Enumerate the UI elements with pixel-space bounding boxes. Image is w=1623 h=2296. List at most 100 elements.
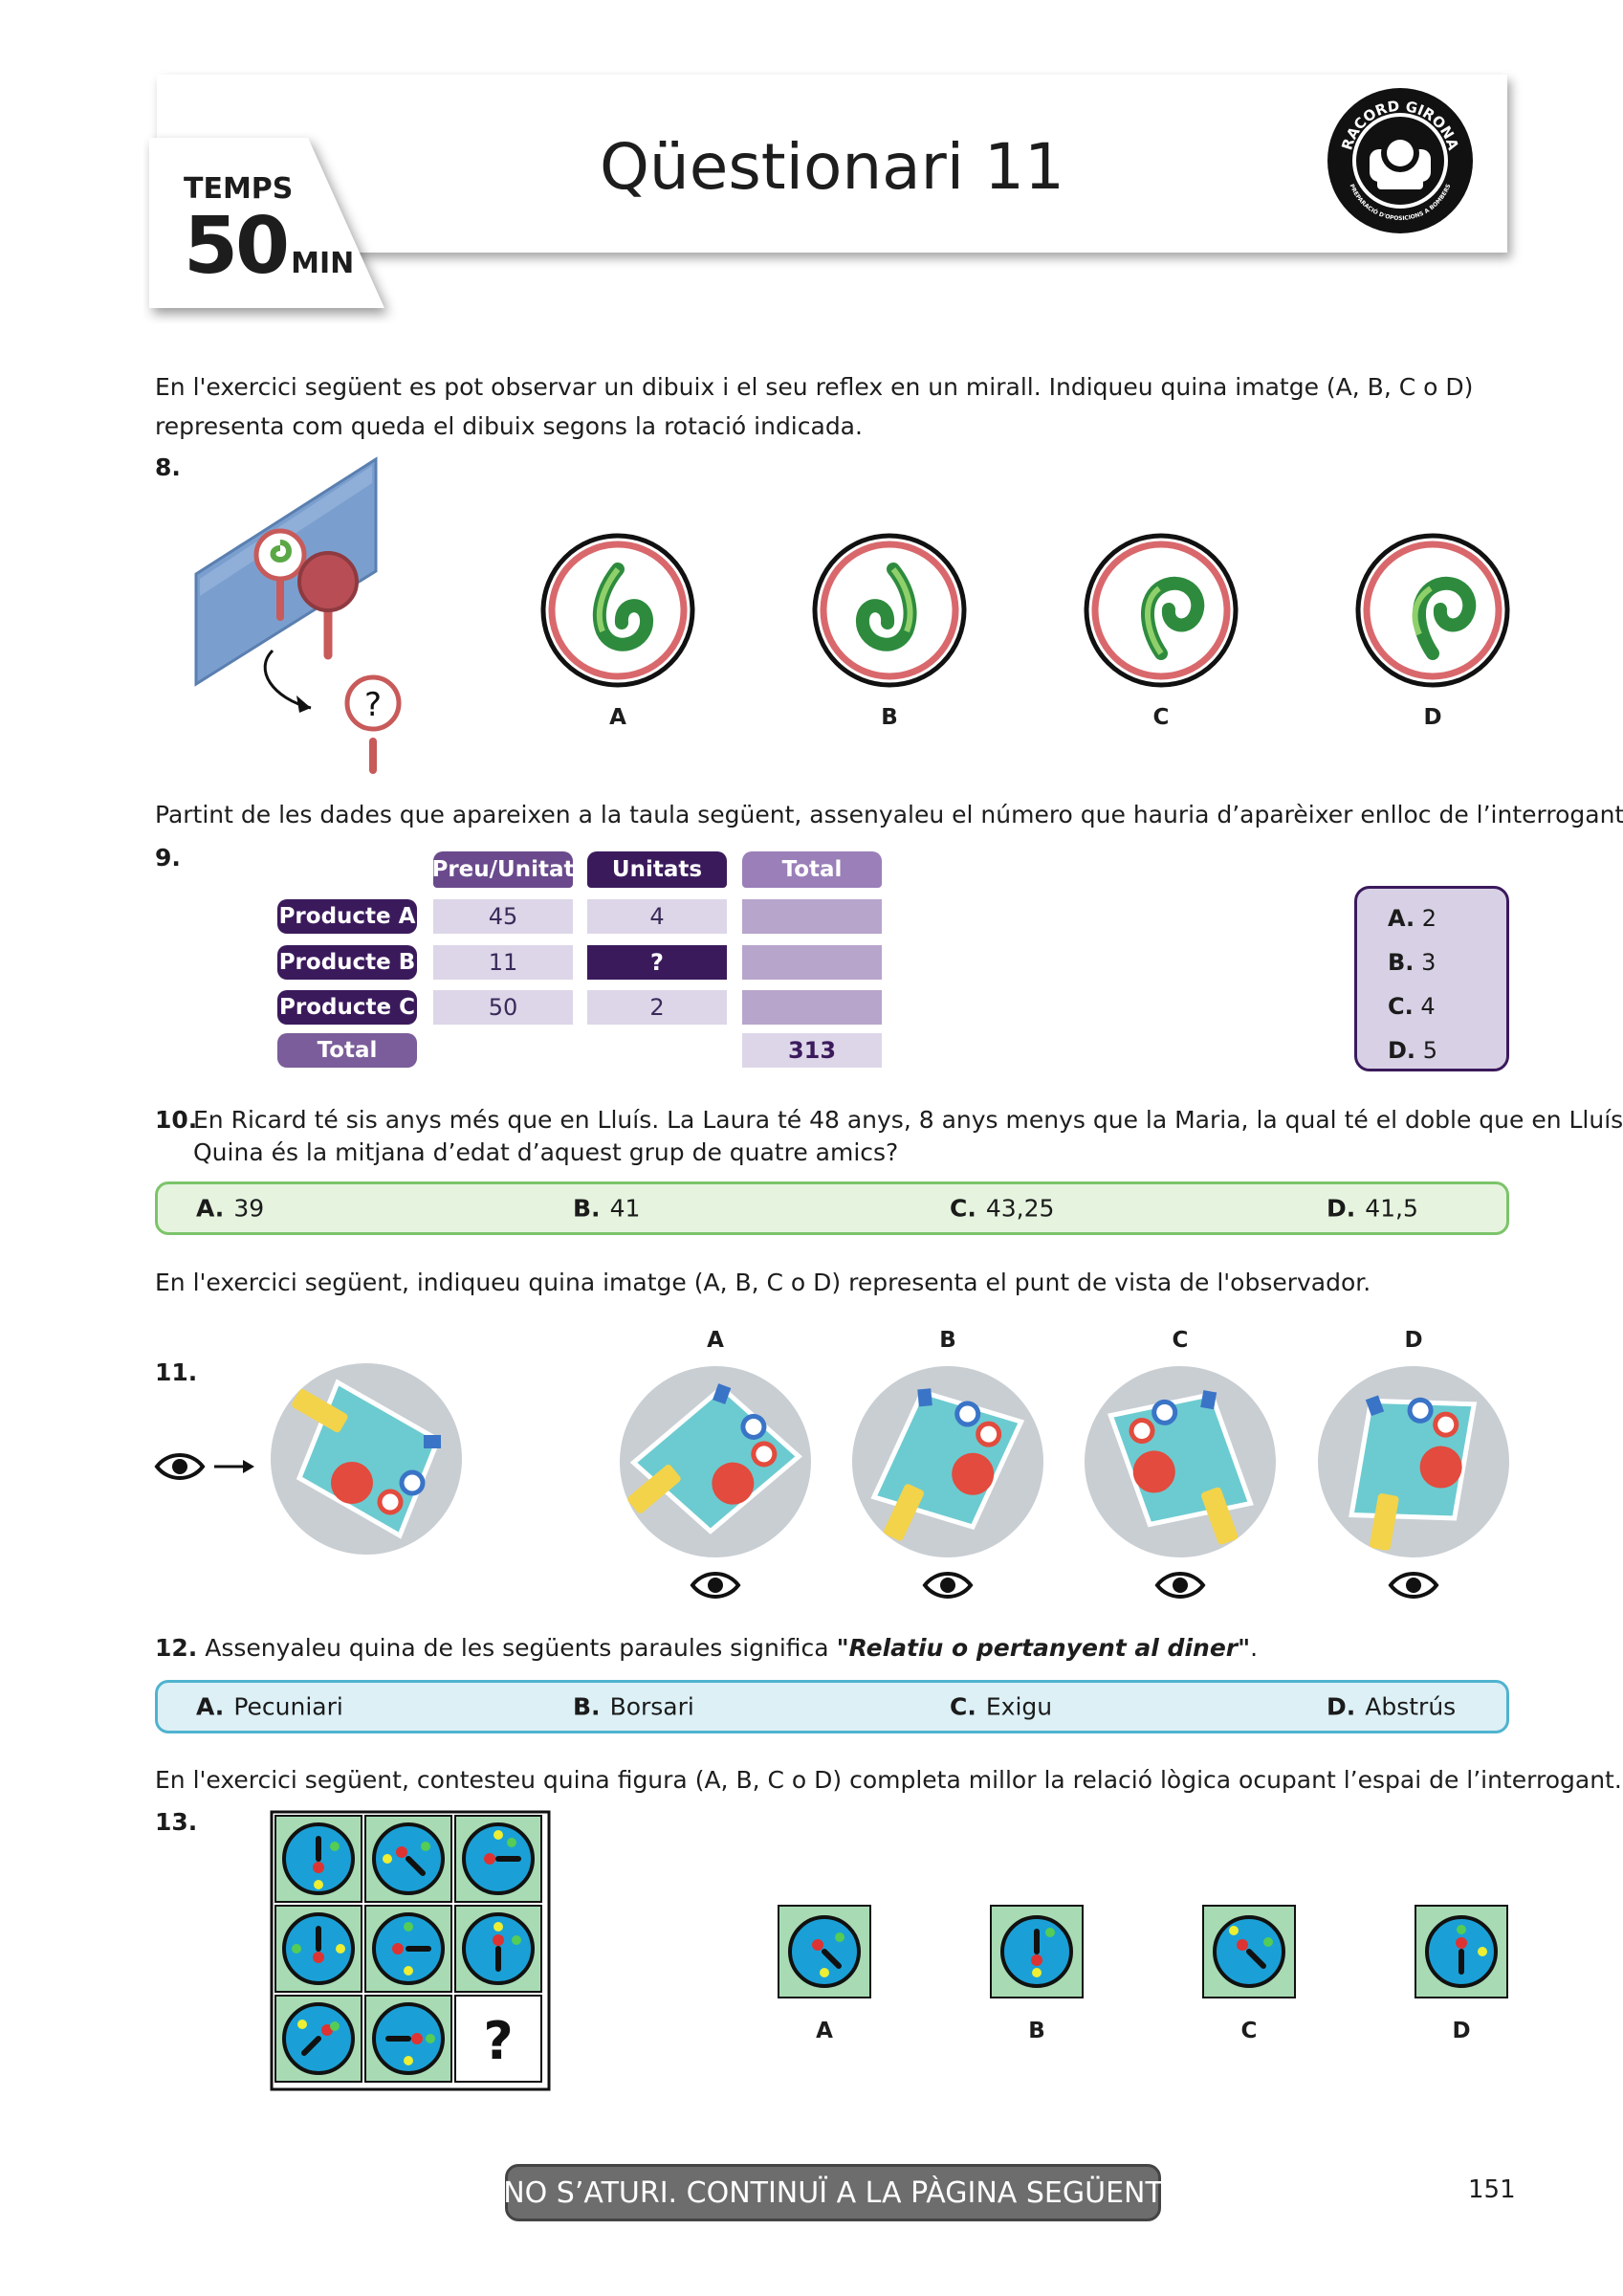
header-banner (157, 75, 1507, 253)
question-8-number: 8. (155, 453, 181, 481)
q12-option-c-letter: C. (950, 1692, 976, 1721)
cell-b-price: 11 (433, 945, 573, 980)
q8-option-b[interactable]: B (812, 533, 967, 730)
q13-option-d[interactable]: D (1415, 1905, 1508, 2043)
q11-option-d[interactable]: D (1291, 1328, 1519, 1599)
q12-option-b[interactable]: B. Borsari (573, 1693, 694, 1721)
q8-option-a[interactable]: A (540, 533, 695, 730)
question-11-number: 11. (155, 1358, 198, 1386)
q10-option-d[interactable]: D.41,5 (1327, 1195, 1418, 1223)
pool-scene-reference (271, 1363, 462, 1555)
q13-label-c: C (1241, 2019, 1258, 2043)
q13-option-b[interactable]: B (990, 1905, 1084, 2043)
q8-option-d[interactable]: D (1355, 533, 1510, 730)
time-unit: MIN (291, 247, 355, 280)
question-12-quote: "Relatiu o pertanyent al diner" (836, 1634, 1251, 1662)
q10-option-a-value: 39 (233, 1194, 265, 1223)
q13-option-c[interactable]: C (1202, 1905, 1296, 2043)
q13-figures: ? A B C D (270, 1810, 1508, 2091)
q12-option-c[interactable]: C.Exigu (950, 1693, 1052, 1721)
q8-label-a: A (609, 705, 626, 730)
eye-icon (155, 1453, 205, 1480)
q10-option-c[interactable]: C.43,25 (950, 1195, 1054, 1223)
row-label-a: Producte A (277, 899, 417, 934)
puzzle-question-mark: ? (483, 2011, 513, 2071)
q9-option-b-value: 3 (1421, 949, 1437, 976)
q12-option-d[interactable]: D. Abstrús (1327, 1693, 1456, 1721)
q11-option-a[interactable]: A (593, 1328, 838, 1599)
q9-option-a[interactable]: A. 2 (1388, 896, 1506, 940)
q12-option-d-value: Abstrús (1365, 1692, 1457, 1721)
table-header-total: Total (742, 851, 882, 888)
question-12-number: 12. (155, 1634, 198, 1662)
cell-c-units: 2 (587, 990, 727, 1025)
q12-options-box: A. Pecuniari B. Borsari C.Exigu D. Abstrús (155, 1680, 1509, 1733)
q11-option-b[interactable]: B (844, 1328, 1052, 1599)
q8-option-c[interactable]: C (1084, 533, 1239, 730)
q12-option-a-letter: A. (196, 1692, 225, 1721)
q13-option-a[interactable]: A (778, 1905, 871, 2043)
q10-option-b-letter: B. (573, 1194, 601, 1223)
q9-option-d[interactable]: D. 5 (1388, 1028, 1506, 1072)
question-12-end: . (1250, 1634, 1259, 1662)
question-12-text: 12. Assenyaleu quina de les següents par… (155, 1628, 1258, 1667)
q9-option-c-value: 4 (1420, 993, 1436, 1020)
cell-a-price: 45 (433, 899, 573, 934)
question-9-number: 9. (155, 844, 181, 872)
q10-option-d-value: 41,5 (1365, 1194, 1418, 1223)
q10-options-box: A.39 B. 41 C.43,25 D.41,5 (155, 1181, 1509, 1235)
intro-logic: En l'exercici següent, contesteu quina f… (155, 1766, 1622, 1794)
cell-a-total (742, 899, 882, 934)
q10-option-a[interactable]: A.39 (196, 1195, 264, 1223)
time-label: TEMPS (184, 172, 294, 206)
q11-label-d: D (1404, 1328, 1422, 1353)
q8-label-d: D (1423, 705, 1441, 730)
cell-b-units: ? (587, 945, 727, 980)
q9-option-b-letter: B. (1388, 949, 1415, 976)
intro-mirror: En l'exercici següent es pot observar un… (155, 373, 1474, 440)
q13-label-b: B (1028, 2019, 1045, 2043)
row-label-total: Total (277, 1033, 417, 1068)
continue-banner: NO S’ATURI. CONTINUÏ A LA PÀGINA SEGÜENT (503, 2164, 1163, 2221)
q11-label-a: A (707, 1328, 724, 1353)
q8-label-b: B (881, 705, 898, 730)
page-number: 151 (1468, 2175, 1516, 2204)
cell-c-price: 50 (433, 990, 573, 1025)
q12-option-b-value: Borsari (609, 1692, 694, 1721)
q11-label-c: C (1173, 1328, 1189, 1353)
q10-option-c-letter: C. (950, 1194, 976, 1223)
q9-option-d-letter: D. (1388, 1037, 1416, 1064)
time-tab (149, 138, 384, 308)
q11-option-c[interactable]: C (1069, 1328, 1291, 1599)
q12-option-b-letter: B. (573, 1692, 601, 1721)
question-13-number: 13. (155, 1808, 198, 1836)
logo-icon: RACORD GIRONA PREPARACIÓ D'OPOSICIONS A … (1327, 88, 1473, 233)
q13-label-a: A (816, 2019, 833, 2043)
cell-total-value: 313 (742, 1033, 882, 1068)
q10-option-b[interactable]: B. 41 (573, 1195, 640, 1223)
q10-option-b-value: 41 (609, 1194, 641, 1223)
question-10-text-1: En Ricard té sis anys més que en Lluís. … (193, 1106, 1623, 1134)
q8-options: A B C D (540, 533, 1510, 730)
q12-option-d-letter: D. (1327, 1692, 1356, 1721)
q9-option-c-letter: C. (1388, 993, 1414, 1020)
mirror-illustration: ? (194, 456, 402, 774)
page-title: Qüestionari 11 (599, 130, 1065, 204)
q11-label-b: B (939, 1328, 956, 1353)
q9-option-b[interactable]: B. 3 (1388, 940, 1506, 984)
question-mark: ? (364, 686, 382, 724)
question-10-text-2: Quina és la mitjana d’edat d’aquest grup… (193, 1138, 899, 1166)
table-header-price: Preu/Unitat (431, 851, 575, 888)
q9-options-box: A. 2 B. 3 C. 4 D. 5 (1354, 886, 1509, 1071)
cell-b-total (742, 945, 882, 980)
row-label-b: Producte B (277, 945, 417, 980)
puzzle-grid: ? (274, 1815, 542, 2083)
intro-table: Partint de les dades que apareixen a la … (155, 801, 1623, 828)
q12-option-a-value: Pecuniari (233, 1692, 343, 1721)
q9-option-c[interactable]: C. 4 (1388, 984, 1506, 1028)
table-header-units: Unitats (587, 851, 727, 888)
time-number: 50 (184, 201, 290, 292)
question-10-number: 10. (155, 1106, 198, 1134)
q9-option-a-value: 2 (1421, 905, 1437, 932)
q12-option-a[interactable]: A. Pecuniari (196, 1693, 343, 1721)
